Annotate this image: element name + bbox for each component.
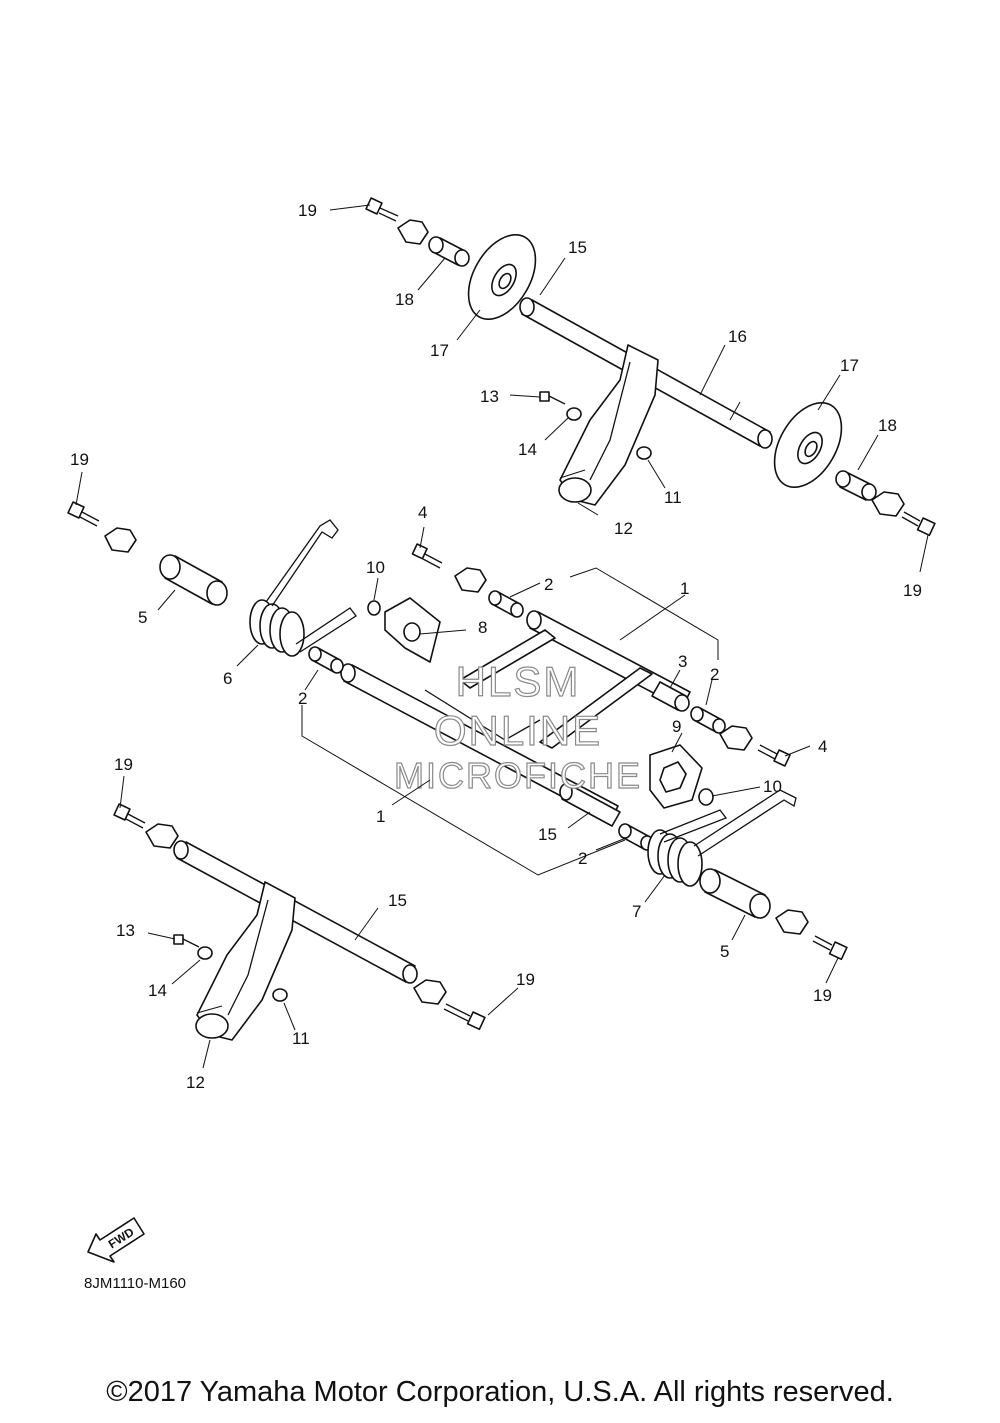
callout-15-middle: 15	[538, 825, 557, 844]
callout-2-left: 2	[298, 689, 307, 708]
collar-top-right	[835, 470, 877, 501]
sleeve-3	[651, 681, 690, 712]
top-wheel-shaft-assembly	[365, 197, 936, 537]
callout-18-top-right: 18	[878, 416, 897, 435]
callout-13-top: 13	[480, 387, 499, 406]
ring-10-lower	[698, 788, 714, 806]
watermark-line2: ONLINE	[434, 707, 602, 754]
callout-1-lower: 1	[376, 807, 385, 826]
bolt-19-right	[812, 935, 848, 961]
collar-5-right	[699, 868, 771, 919]
fwd-arrow-icon: FWD	[87, 1217, 145, 1263]
watermark-line1: HLSM	[456, 658, 581, 705]
callout-7: 7	[632, 902, 641, 921]
callout-1-upper: 1	[680, 579, 689, 598]
washer-top-left	[397, 219, 429, 245]
frame-rail-left	[459, 629, 556, 689]
collar-2-left	[308, 646, 344, 674]
callout-2-lower: 2	[578, 849, 587, 868]
washer-left	[104, 527, 137, 553]
callout-19-left: 19	[70, 450, 89, 469]
callout-12-top: 12	[614, 519, 633, 538]
bolt-19-bottom-right	[443, 1003, 486, 1031]
washer-bottom-right	[413, 979, 447, 1005]
wheel-top-left	[467, 233, 537, 321]
callout-11-top: 11	[664, 488, 682, 507]
bolt-4-upper	[411, 543, 443, 569]
collar-2-lower	[618, 823, 654, 851]
callout-19-top-right: 19	[903, 581, 922, 600]
callout-14-bottom: 14	[148, 981, 167, 1000]
callout-12-bottom: 12	[186, 1073, 205, 1092]
washer-14-bottom	[197, 946, 213, 960]
callout-19-right: 19	[813, 986, 832, 1005]
washer-4-right	[719, 725, 753, 751]
callout-13-bottom: 13	[116, 921, 135, 940]
collar-top-left	[428, 236, 470, 267]
watermark: HLSM ONLINE MICROFICHE	[393, 657, 642, 796]
callout-6: 6	[223, 669, 232, 688]
arm-bottom	[195, 881, 296, 1041]
callout-14-top: 14	[518, 440, 537, 459]
callout-15-top: 15	[568, 238, 587, 257]
callout-19-bottom-left: 19	[114, 755, 133, 774]
bolt-13-top	[539, 391, 566, 405]
bracket-9	[649, 744, 703, 809]
callout-19-top-left: 19	[298, 201, 317, 220]
callout-4-right: 4	[818, 737, 827, 756]
collar-5-left	[159, 554, 228, 606]
callout-4-upper: 4	[418, 503, 427, 522]
nut-11-top	[636, 446, 652, 460]
watermark-line3: MICROFICHE	[394, 755, 642, 796]
bolt-top-right	[901, 511, 936, 537]
collar-2-upper-left	[488, 590, 524, 618]
callout-2-right: 2	[710, 665, 719, 684]
bolt-13-bottom	[173, 934, 200, 948]
middle-frame-assembly	[67, 501, 848, 961]
washer-bottom-left	[145, 823, 179, 849]
callout-18-top-left: 18	[395, 290, 414, 309]
callout-10-upper: 10	[366, 558, 385, 577]
ring-10-upper	[367, 600, 381, 616]
shaft-bottom	[173, 840, 418, 984]
callout-5-left: 5	[138, 608, 147, 627]
callout-19-bottom-right: 19	[516, 970, 535, 989]
callouts: 19 18 17 15 16 17 18 13 14 11 12 19 19 5…	[70, 201, 922, 1092]
callout-9: 9	[672, 717, 681, 736]
wheel-top-right	[773, 401, 843, 489]
shaft-middle	[559, 783, 621, 827]
washer-14-top	[566, 407, 582, 421]
washer-4-upper	[454, 567, 487, 593]
collar-2-right	[690, 706, 726, 734]
spring-6	[249, 519, 357, 657]
copyright-notice: ©2017 Yamaha Motor Corporation, U.S.A. A…	[106, 1376, 894, 1408]
callout-15-bottom: 15	[388, 891, 407, 910]
callout-10-lower: 10	[763, 777, 782, 796]
callout-17-top-right: 17	[840, 356, 859, 375]
callout-8: 8	[478, 618, 487, 637]
diagram-code: 8JM1110-M160	[84, 1275, 186, 1292]
bolt-19-bottom-left	[113, 803, 146, 829]
frame-rail-right	[539, 667, 653, 749]
callout-11-bottom: 11	[292, 1029, 310, 1048]
bracket-8	[384, 597, 441, 663]
bottom-shaft-assembly	[113, 803, 486, 1041]
callout-2-upper: 2	[544, 575, 553, 594]
bolt-top-left	[365, 197, 399, 222]
washer-right	[775, 909, 809, 935]
arm-top	[558, 344, 659, 506]
bolt-4-right	[757, 744, 791, 767]
spring-7	[647, 789, 797, 887]
nut-11-bottom	[272, 988, 288, 1002]
callout-5-right: 5	[720, 942, 729, 961]
callout-17-top-left: 17	[430, 341, 449, 360]
callout-16: 16	[728, 327, 747, 346]
leader-lines	[75, 204, 929, 1069]
callout-3: 3	[678, 652, 687, 671]
washer-top-right	[871, 491, 905, 517]
bolt-19-left	[67, 501, 100, 527]
